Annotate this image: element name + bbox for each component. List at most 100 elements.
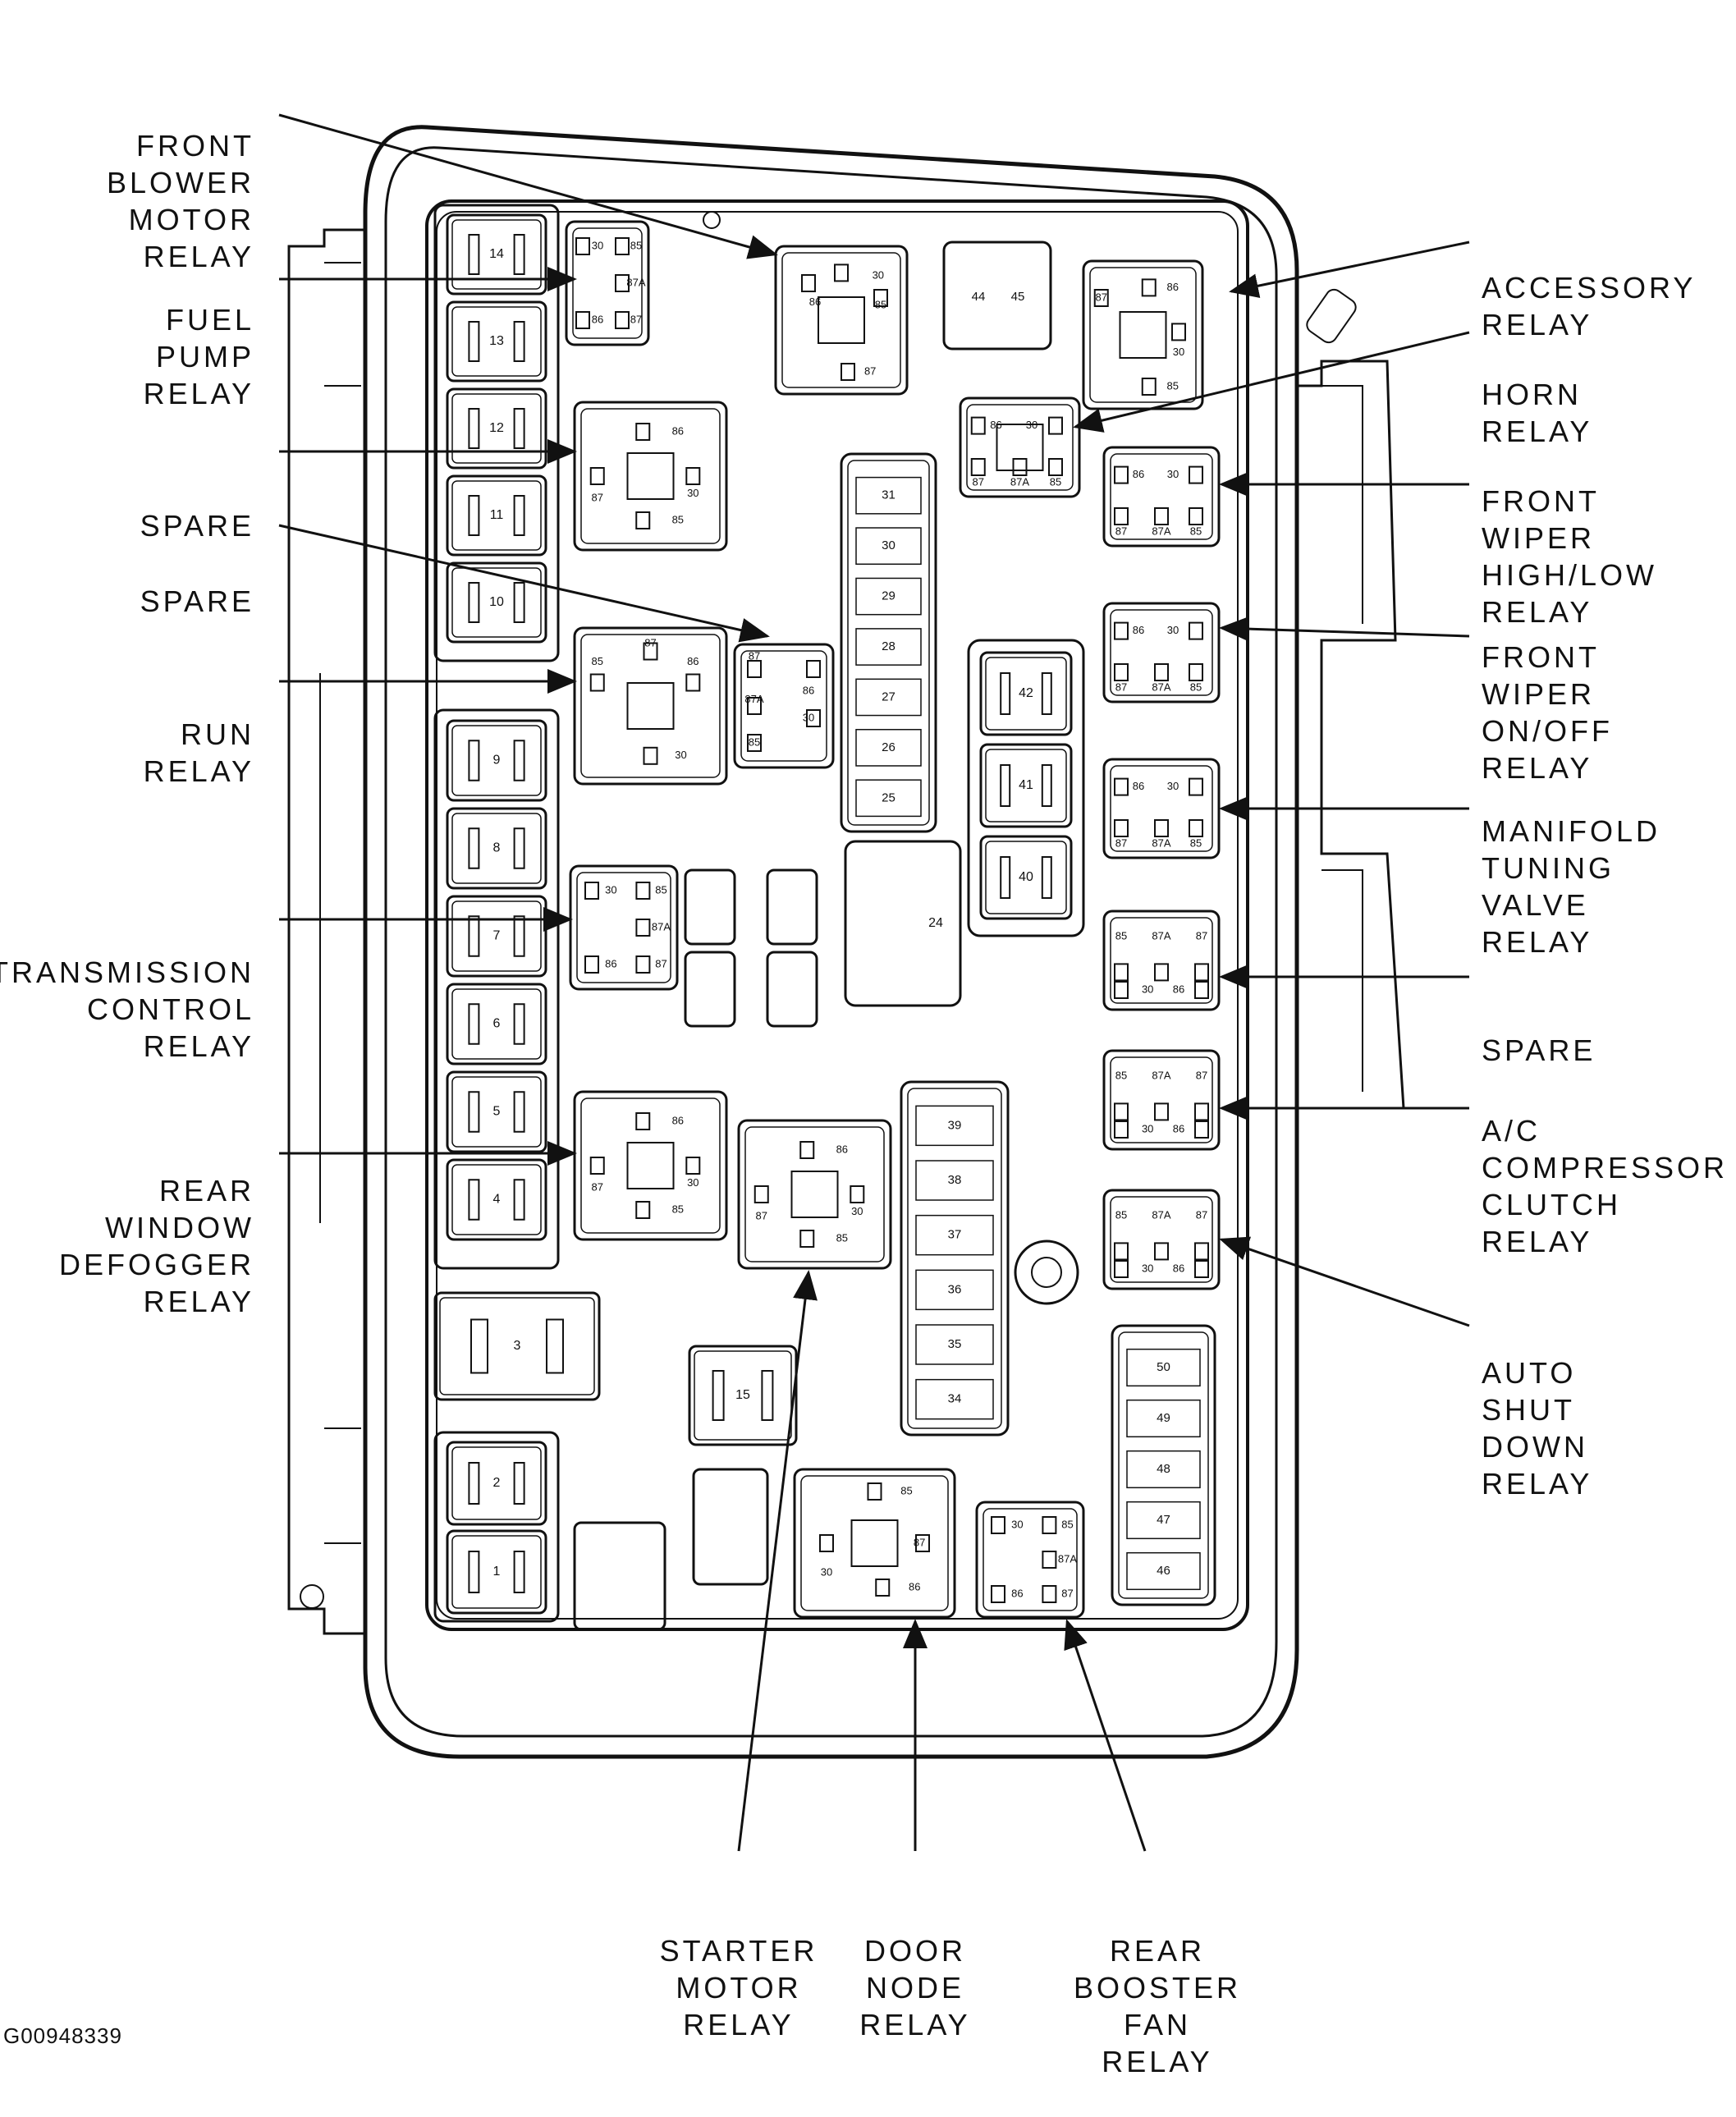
ac-compressor-clutch-relay-inner [1110, 1056, 1213, 1143]
fuse-11-number: 11 [490, 508, 504, 522]
spare-2-arrow [278, 524, 770, 643]
door-node-relay-label-t30: 30 [821, 1565, 832, 1578]
fuse-10-blade-left [468, 582, 480, 623]
auto-shut-down-relay-pin-t86 [1194, 1260, 1209, 1278]
fuse-5-blade-right [513, 1091, 525, 1133]
fuse-9-blade-left [468, 740, 480, 781]
transmission-control-relay-inner [576, 872, 671, 983]
center-mini-fuse-strip-number-31: 31 [882, 488, 895, 502]
fuse-6-inner [451, 988, 542, 1060]
center-mini-fuse-strip-cell-25 [855, 779, 922, 818]
fuse-24-holder [844, 840, 962, 1007]
horn-relay-core [996, 424, 1044, 471]
fuse-9: 9 [446, 719, 547, 802]
fuse-42-blade-left [1000, 672, 1011, 715]
run-relay-label-t86: 86 [687, 655, 699, 667]
front-wiper-high-low-relay-inner [1110, 453, 1213, 540]
ac-compressor-clutch-relay-pin-t87 [1194, 1102, 1209, 1121]
fuse-40-blade-left [1000, 856, 1011, 899]
upper-fuse-bank [433, 204, 560, 662]
fuse-15-outline [688, 1345, 798, 1446]
center-mini-fuse-strip-cell-27 [855, 678, 922, 717]
fuse-10-outline [446, 561, 547, 644]
fuse-5: 5 [446, 1070, 547, 1153]
door-node-relay-outline [793, 1468, 956, 1619]
fuse-11: 11 [446, 474, 547, 557]
rear-window-defogger-relay-pin-t87 [589, 1157, 605, 1175]
spare-relay-3-pin-t85 [1114, 963, 1129, 982]
fuse-41-blade-left [1000, 764, 1011, 807]
accessory-relay-inner [1089, 267, 1197, 403]
starter-motor-relay-pin-t85 [799, 1230, 815, 1248]
rear-booster-fan-relay-label-t87a: 87A [1058, 1552, 1077, 1565]
ac-compressor-clutch-relay-label-t86: 86 [1173, 1122, 1184, 1134]
front-wiper-on-off-relay-inner [1110, 609, 1213, 696]
fuse-13-blade-left [468, 321, 480, 362]
run-relay-pin-t86 [685, 673, 701, 692]
fuel-pump-relay-label-t30: 30 [592, 239, 603, 251]
front-blower-motor-relay-label-t85: 85 [875, 298, 886, 310]
fuse-13: 13 [446, 300, 547, 383]
front-wiper-high-low-relay-label-t87: 87 [1115, 525, 1127, 538]
spare-relay-1-label-t86: 86 [672, 424, 684, 437]
front-blower-motor-relay-pin-t87 [841, 363, 855, 381]
fuse-3-blade-left [470, 1318, 488, 1374]
transmission-control-relay-pin-t86 [584, 955, 599, 974]
accessory-arrow [1229, 241, 1470, 299]
accessory-relay-label-t30: 30 [1173, 346, 1184, 358]
horn-relay-label-t87a: 87A [1010, 476, 1029, 488]
auto-shut-down-relay-pin-t87a [1154, 1242, 1169, 1261]
spare-relay-1-label-t30: 30 [687, 487, 699, 499]
cartridge-fuse-3 [684, 951, 736, 1028]
starter-motor-relay-label-t86: 86 [836, 1143, 848, 1155]
spare-relay-3-label-t87: 87 [1196, 930, 1207, 942]
left-mount-hole [300, 1584, 324, 1609]
fuse-2: 2 [446, 1441, 547, 1526]
cartridge-fuse-2 [766, 868, 818, 946]
fuse-41-inner [985, 749, 1067, 823]
rear-booster-fan-relay-pin-t87 [1042, 1585, 1057, 1603]
horn-relay-outline [959, 396, 1081, 498]
cartridge-fuse-4 [766, 951, 818, 1028]
run-relay-pin-t87 [643, 642, 658, 661]
center-mount-hole [1031, 1257, 1062, 1288]
fuse-slots: 1413121110987654321153130292827262524424… [433, 204, 1216, 1631]
horn-relay-label-t30: 30 [1026, 419, 1037, 431]
starter-motor-relay-label-t85: 85 [836, 1231, 848, 1244]
fuse-42-blade-right [1041, 672, 1052, 715]
manifold-tuning-valve-relay-pin-t87a [1154, 819, 1169, 837]
front-wiper-on-off-relay-label-t85: 85 [1190, 681, 1202, 694]
spare-relay-1-pin-t87 [589, 467, 605, 485]
spare-relay-1-label-t85: 85 [672, 513, 684, 525]
fuse-14-blade-left [468, 234, 480, 275]
manifold-tuning-valve-relay-pin-t85 [1189, 819, 1203, 837]
center-mini-fuse-strip-number-25: 25 [882, 790, 895, 804]
spare-relay-2-inner [740, 650, 827, 762]
starter-motor-relay-outline [737, 1119, 892, 1270]
center-mini-fuse-strip-inner [847, 460, 930, 826]
horn-relay-inner [966, 404, 1074, 491]
fuel-pump-relay-pin-t86 [575, 311, 590, 329]
bottom-right-mini-fuse-strip-inner [1118, 1331, 1209, 1599]
fuse-5-blade-left [468, 1091, 480, 1133]
bottom-right-mini-fuse-strip-cell-50 [1126, 1348, 1201, 1387]
transmission-control-relay-label-t87: 87 [655, 957, 666, 969]
fuse-2-inner [451, 1446, 542, 1520]
spare-label-1: SPARE [140, 509, 254, 543]
fuel-pump-relay-label-t87a: 87A [626, 276, 645, 288]
fuse-14: 14 [446, 213, 547, 296]
fuse-7-number: 7 [493, 929, 501, 943]
lower-mini-fuse-strip-cell-38 [915, 1160, 994, 1201]
fuse-14-outline [446, 213, 547, 296]
front-wiper-on-off-relay-pin-t85 [1189, 663, 1203, 681]
auto-shut-down-relay-label-t87a: 87A [1152, 1209, 1170, 1221]
pdc-housing [287, 125, 1405, 1759]
spare-relay-1-core [626, 452, 675, 500]
fuse-40: 40 [979, 835, 1073, 920]
